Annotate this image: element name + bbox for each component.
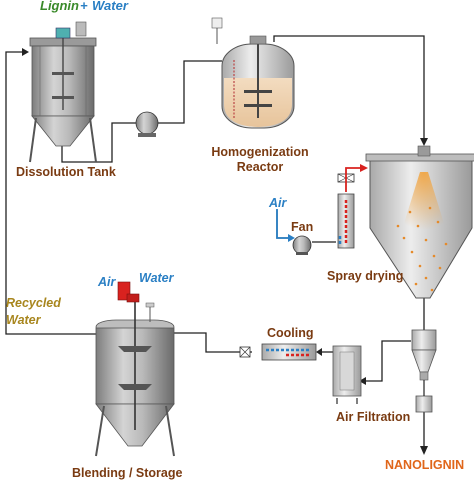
fan-label: Fan [291,220,314,234]
cooler [239,343,317,361]
dissolution-tank [29,21,97,163]
blending-tank [95,281,175,457]
air-inlet-pipe [276,210,292,239]
spray-dryer [365,145,474,299]
homogenization-label: Homogenization [211,145,309,159]
reactor-to-dryer-pipe [273,35,425,142]
dissolution-tank-label: Dissolution Tank [16,165,116,179]
arrow-hot-air [360,164,368,172]
air-fan-label: Air [269,196,287,210]
water-blend-label: Water [139,271,174,285]
arrow-into-cooler [316,348,322,356]
arrow-into-dryer [420,138,428,146]
flow-arrows [22,48,428,455]
tank-to-pump-pipe [61,122,136,163]
fan [292,235,312,255]
cyclone-to-filter-pipe [361,340,411,382]
blending-storage-label: Blending / Storage [72,466,183,480]
air-filtration-label: Air Filtration [336,410,411,424]
cooler-to-tank-pipe [170,332,252,353]
arrow-into-filter [359,377,366,385]
arrow-nanolignin [420,446,428,455]
arrow-air-fan [288,234,295,242]
air-filter [332,345,362,404]
nanolignin-label: NANOLIGNIN [385,458,465,472]
input-plus-label: + [80,0,88,13]
air-blend-label: Air [98,275,116,289]
recycled-water-label: Water [6,313,41,327]
reactor-label: Reactor [236,160,284,174]
arrow-into-dissolution [22,48,29,56]
homogenization-reactor [211,17,295,129]
recycled-water-pipe [5,51,100,335]
cooling-label: Cooling [267,326,314,340]
spray-drying-label: Spray drying [327,269,404,283]
cyclone [411,329,437,413]
hot-air-pipe [345,167,362,192]
air-blue-line [276,209,289,239]
input-water-label: Water [92,0,128,13]
spray-particles [396,206,448,292]
recycled-label: Recycled [6,296,61,310]
pipe-network [5,35,425,448]
pump [135,111,159,137]
input-lignin-label: Lignin [40,0,79,13]
pump-to-reactor-pipe [158,60,222,124]
